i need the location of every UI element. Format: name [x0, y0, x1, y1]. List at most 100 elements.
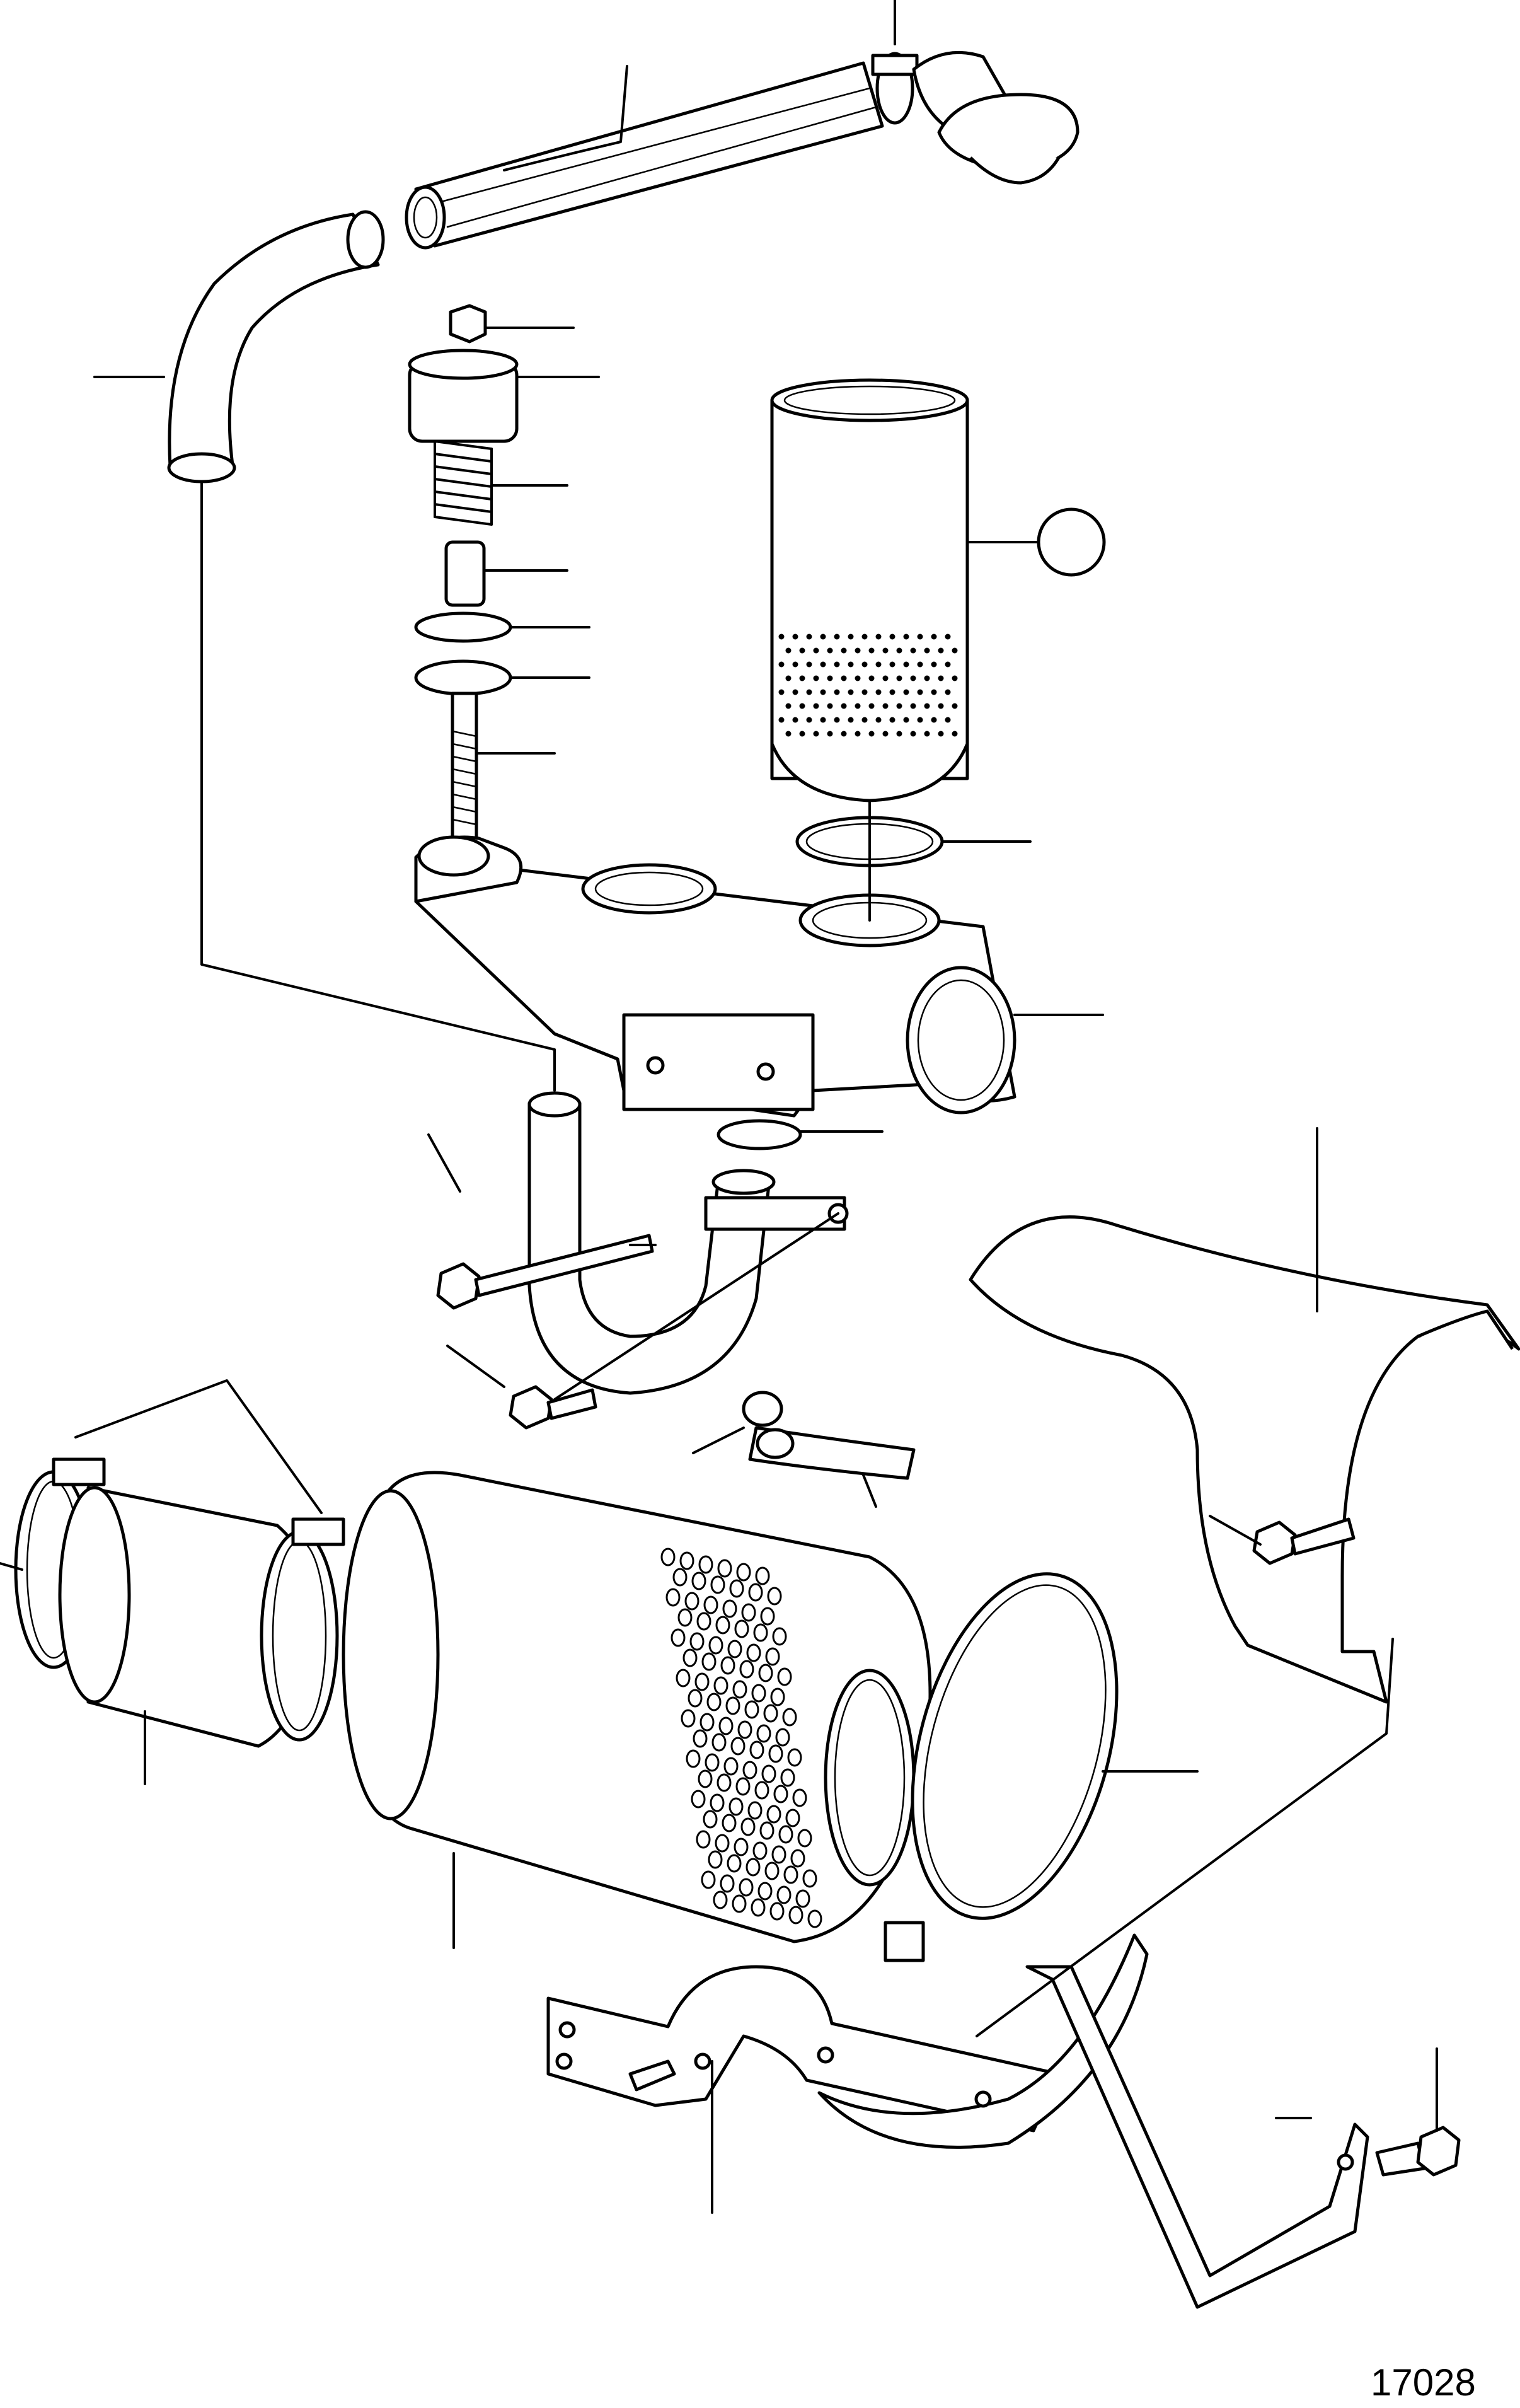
perforation-dot	[889, 661, 895, 668]
washer	[414, 611, 512, 643]
perforation-hole	[696, 1612, 711, 1631]
perforation-hole	[705, 1753, 720, 1772]
perforation-hole	[710, 1575, 725, 1594]
perforation-dot	[938, 731, 944, 737]
drain-hose	[742, 1391, 916, 1480]
perforation-dot	[778, 689, 785, 695]
perforation-hole	[737, 1720, 752, 1739]
perforation-hole	[703, 1595, 718, 1614]
perforation-hole	[780, 1768, 795, 1787]
perforation-dot	[785, 703, 792, 709]
perforation-hole	[752, 1841, 768, 1860]
perforation-dot	[813, 703, 819, 709]
perforation-hole	[725, 1696, 740, 1715]
perforation-hole	[757, 1882, 773, 1901]
perforation-hole	[694, 1672, 710, 1691]
perforation-hole	[715, 1616, 730, 1635]
perforation-hole	[782, 1708, 797, 1727]
perforation-dot	[931, 689, 937, 695]
perforation-dot	[931, 661, 937, 668]
perforation-dot	[952, 675, 958, 681]
perforation-dot	[799, 703, 805, 709]
perforation-hole	[677, 1608, 693, 1627]
perforation-hole	[753, 1623, 768, 1642]
perforation-dot	[910, 647, 916, 654]
perforation-pattern	[778, 634, 958, 737]
perforation-dot	[841, 731, 847, 737]
perforation-hole	[788, 1906, 803, 1925]
figure-number: 17028	[1371, 2361, 1476, 2404]
perforation-dot	[848, 634, 854, 640]
perforation-dot	[903, 634, 909, 640]
perforation-hole	[689, 1632, 705, 1651]
perforation-dot	[945, 661, 951, 668]
perforation-dot	[868, 675, 875, 681]
perforation-dot	[855, 731, 861, 737]
perforation-hole	[769, 1902, 785, 1921]
perforation-hole	[739, 1660, 754, 1679]
perforation-dot	[806, 717, 812, 723]
clamp-right	[260, 1517, 345, 1742]
perforation-hole	[688, 1689, 703, 1708]
perforation-hole	[710, 1793, 725, 1812]
perforation-dot	[827, 731, 833, 737]
perforation-dot	[841, 675, 847, 681]
perforation-dot	[848, 717, 854, 723]
perforation-hole	[691, 1572, 706, 1590]
perforation-dot	[813, 647, 819, 654]
perforation-dot	[938, 647, 944, 654]
perforation-hole	[684, 1592, 700, 1611]
perforation-dot	[882, 675, 889, 681]
perforation-dot	[820, 717, 826, 723]
perforation-hole	[732, 1680, 747, 1699]
perforation-hole	[742, 1761, 757, 1780]
perforation-dot	[924, 731, 930, 737]
perforation-dot	[848, 689, 854, 695]
perforation-dot	[855, 675, 861, 681]
perforation-hole	[740, 1817, 756, 1836]
perforation-hole	[754, 1781, 769, 1800]
perforation-dot	[875, 689, 882, 695]
perforation-hole	[749, 1740, 764, 1759]
perforation-hole	[696, 1830, 711, 1849]
curved-hose	[167, 210, 385, 483]
perforation-dot	[896, 703, 902, 709]
perforation-dot	[945, 634, 951, 640]
shield-bolt	[1252, 1517, 1356, 1565]
u-pipe	[527, 1091, 849, 1395]
perforation-dot	[778, 661, 785, 668]
perforation-dot	[841, 703, 847, 709]
nut	[449, 304, 487, 344]
short-bolt-mid	[509, 1385, 597, 1430]
perforation-hole	[713, 1676, 728, 1695]
perforation-dot	[868, 703, 875, 709]
heat-shield	[969, 1215, 1520, 1704]
spacer-sleeve	[444, 540, 486, 607]
perforation-hole	[764, 1861, 780, 1880]
perforation-pattern	[660, 1548, 822, 1928]
perforation-hole	[792, 1788, 807, 1807]
air-filter-canister	[342, 1471, 932, 1943]
perforation-hole	[748, 1583, 763, 1602]
perforation-hole	[723, 1757, 739, 1776]
rubber-adapter	[58, 1486, 320, 1748]
perforation-dot	[799, 675, 805, 681]
perforation-dot	[910, 703, 916, 709]
perforation-dot	[903, 661, 909, 668]
perforation-hole	[763, 1704, 778, 1723]
perforation-hole	[665, 1588, 681, 1607]
perforation-hole	[766, 1805, 781, 1824]
perforation-dot	[827, 675, 833, 681]
perforation-dot	[952, 703, 958, 709]
perforation-dot	[792, 634, 798, 640]
perforation-hole	[671, 1628, 686, 1647]
perforation-dot	[903, 689, 909, 695]
valve-disc	[414, 659, 512, 696]
perforation-hole	[790, 1849, 805, 1868]
perforation-dot	[785, 647, 792, 654]
perforation-dot	[882, 731, 889, 737]
perforation-hole	[777, 1667, 792, 1686]
perforation-hole	[765, 1647, 780, 1666]
perforation-hole	[701, 1652, 717, 1671]
